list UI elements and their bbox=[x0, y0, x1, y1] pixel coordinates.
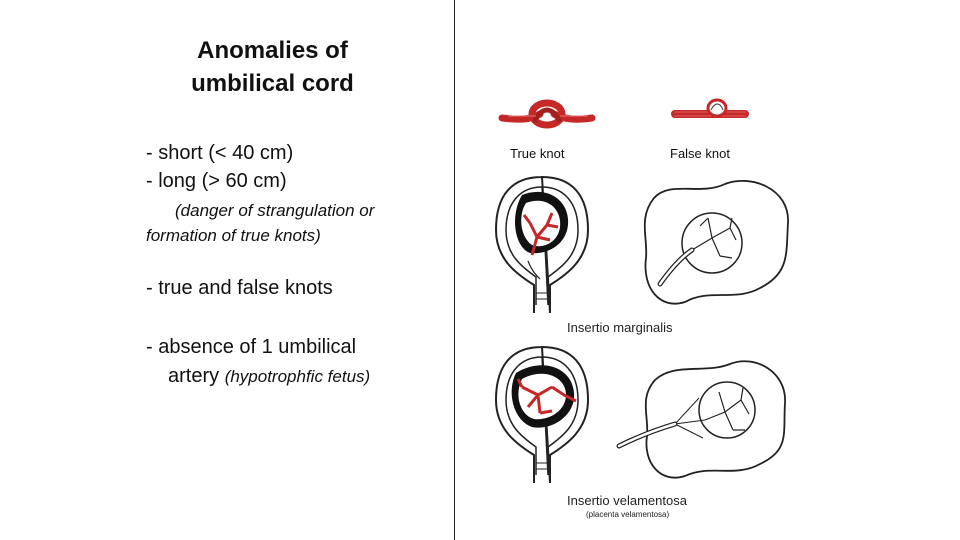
bullet-short-cord: - short (< 40 cm) bbox=[146, 142, 294, 164]
title-line-1: Anomalies of bbox=[197, 37, 348, 64]
true-knot-illustration bbox=[498, 99, 596, 129]
bullet-knots: - true and false knots bbox=[146, 277, 333, 299]
placenta-velamentosa-label: (placenta velamentosa) bbox=[586, 510, 670, 519]
false-knot-label: False knot bbox=[670, 146, 730, 161]
placenta-velamentous-illustration bbox=[616, 360, 786, 479]
uterus-velamentous-illustration bbox=[494, 345, 590, 484]
true-knot-label: True knot bbox=[510, 146, 565, 161]
artery-word: artery bbox=[168, 365, 225, 387]
slide-title: Anomalies of umbilical cord bbox=[150, 34, 395, 100]
insertio-velamentosa-label: Insertio velamentosa bbox=[567, 493, 687, 508]
false-knot-illustration bbox=[671, 98, 749, 118]
danger-note-line-1: (danger of strangulation or bbox=[175, 201, 375, 220]
bullet-absence-artery-line-1: - absence of 1 umbilical bbox=[146, 336, 357, 358]
insertio-marginalis-label: Insertio marginalis bbox=[567, 320, 673, 335]
bullet-absence-artery-line-2: artery (hypotrophfic fetus) bbox=[168, 363, 370, 390]
placenta-marginal-illustration bbox=[643, 180, 789, 305]
column-divider bbox=[454, 0, 455, 540]
hypotrophic-note: (hypotrophfic fetus) bbox=[224, 367, 371, 386]
bullet-long-cord: - long (> 60 cm) bbox=[146, 170, 287, 192]
danger-note-line-2: formation of true knots) bbox=[146, 226, 321, 245]
uterus-marginal-illustration bbox=[494, 175, 590, 314]
title-line-2: umbilical cord bbox=[191, 70, 354, 97]
